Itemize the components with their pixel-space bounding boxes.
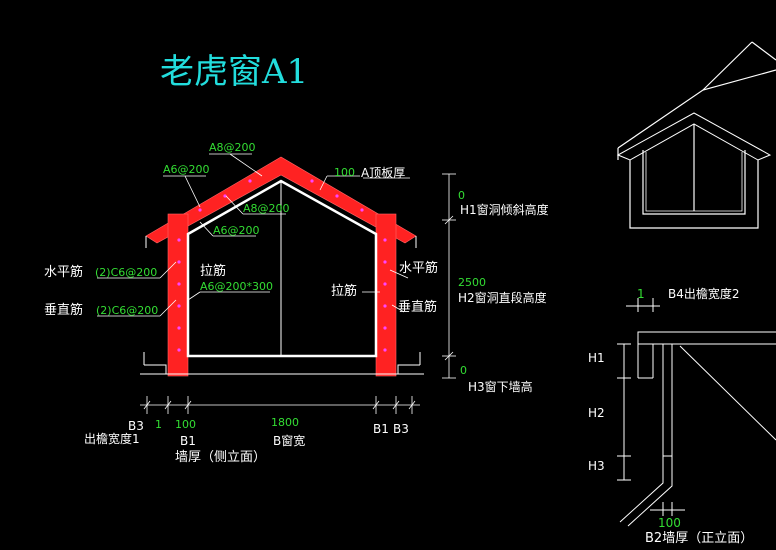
label-horizontal-bars-right: 水平筋: [399, 260, 438, 276]
leaders: [97, 153, 410, 317]
label-tie-rebar-spec: A6@200*300: [200, 280, 273, 293]
label-vertical-bars-right: 垂直筋: [398, 299, 437, 315]
roof-thickness-value: 100: [334, 166, 355, 179]
h1-value: 0: [458, 189, 465, 202]
h2-label: H2窗洞直段高度: [458, 290, 547, 305]
eave-width-label: 出檐宽度1: [84, 431, 140, 446]
label-inner-slope-rebar: A8@200: [243, 202, 290, 215]
h3-label: H3窗下墙高: [468, 379, 533, 394]
h2-value: 2500: [458, 276, 486, 289]
side-section-outline: [140, 179, 424, 375]
roof-thickness-label: A顶板厚: [361, 166, 405, 180]
b3-right: B3: [393, 422, 409, 436]
h1-label: H1窗洞倾斜高度: [460, 202, 549, 217]
eave-width-value: 1: [155, 418, 162, 431]
label-tie-bars-right: 拉筋: [331, 283, 357, 299]
label-slope-rebar: A6@200: [163, 163, 210, 176]
side-section-concrete: [145, 156, 417, 377]
window-width-value: 1800: [271, 416, 299, 429]
window-width-label: B窗宽: [273, 433, 305, 448]
b1-left: B1: [180, 434, 196, 448]
width-dimension: [140, 396, 420, 414]
wall-thickness-value: 100: [175, 418, 196, 431]
front-elevation-labels: 1 B4出檐宽度2 H1 H2 H3 100 B2墙厚（正立面）: [588, 286, 753, 546]
right-wall: [375, 213, 397, 377]
wall-thickness-label: 墙厚（侧立面）: [175, 450, 266, 465]
label-vertical-rebar-spec: (2)C6@200: [96, 304, 158, 317]
height-dimension: [442, 173, 456, 379]
label-vertical-bars: 垂直筋: [44, 302, 83, 318]
label-horizontal-bars: 水平筋: [44, 264, 83, 280]
front-wall-label: B2墙厚（正立面）: [645, 531, 753, 546]
front-eave-label: B4出檐宽度2: [668, 286, 740, 301]
front-h3: H3: [588, 459, 605, 473]
front-elevation: [617, 298, 776, 527]
dormer-3d-view: [616, 41, 776, 229]
side-section-labels: A8@200 A6@200 A8@200 A6@200 (2)C6@200 (2…: [44, 141, 549, 465]
front-wall-value: 100: [658, 516, 681, 530]
front-h1: H1: [588, 351, 605, 365]
left-ground: [140, 364, 167, 375]
roof-slab: [145, 156, 417, 244]
b1-right: B1: [373, 422, 389, 436]
label-tie-bars: 拉筋: [200, 263, 226, 279]
label-ridge-rebar: A8@200: [209, 141, 256, 154]
b3-left: B3: [128, 419, 144, 433]
front-h2: H2: [588, 406, 605, 420]
left-wall: [167, 213, 189, 377]
front-eave-value: 1: [637, 287, 645, 301]
opening-outline: [186, 179, 378, 358]
rebar-dots: [177, 179, 387, 352]
h3-value: 0: [460, 364, 467, 377]
right-ground: [397, 364, 424, 375]
label-inner-lower-rebar: A6@200: [213, 224, 260, 237]
label-horizontal-rebar-spec: (2)C6@200: [95, 266, 157, 279]
drawing-title: 老虎窗A1: [160, 52, 308, 92]
